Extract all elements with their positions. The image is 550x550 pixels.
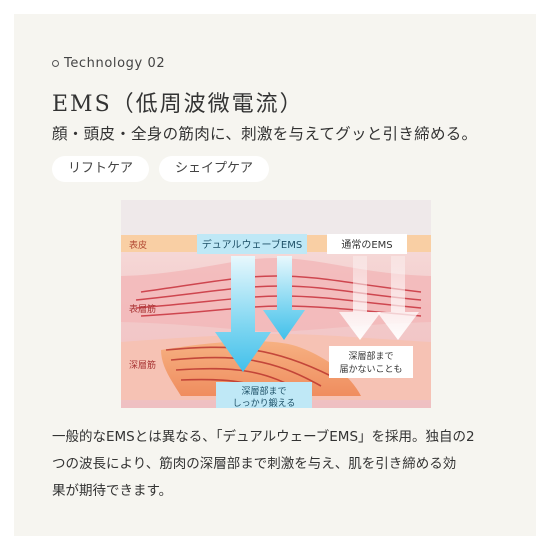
description-line-3: 果が期待できます。 (52, 483, 173, 499)
diagram-top-band (121, 200, 431, 235)
normal-ems-label-box (327, 234, 407, 254)
label-deep-muscle: 深層筋 (129, 359, 156, 371)
dual-wave-arrow-shallow-icon (263, 256, 305, 340)
dual-wave-callout-box (216, 382, 312, 408)
description-line-1: 一般的なEMSとは異なる、「デュアルウェーブEMS」を採用。独自の2 (52, 429, 475, 445)
dual-wave-callout-line2: しっかり鍛える (233, 397, 296, 408)
normal-ems-callout-line1: 深層部まで (348, 350, 393, 362)
normal-ems-callout-line2: 届かないことも (339, 364, 402, 375)
technology-card: Technology 02 EMS（低周波微電流） 顔・頭皮・全身の筋肉に、刺激… (14, 14, 536, 536)
section-subtitle: 顔・頭皮・全身の筋肉に、刺激を与えてグッと引き締める。 (52, 125, 478, 143)
tag-lift-care: リフトケア (52, 156, 150, 182)
tag-list: リフトケア シェイプケア (52, 156, 270, 182)
label-surface-muscle: 表層筋 (129, 303, 156, 315)
ring-bullet-icon (52, 60, 59, 67)
normal-ems-callout-box (329, 346, 413, 378)
normal-ems-arrow-right-icon (377, 256, 419, 340)
dual-wave-label-box (197, 234, 307, 254)
description: 一般的なEMSとは異なる、「デュアルウェーブEMS」を採用。独自の2 つの波長に… (52, 424, 502, 505)
label-skin: 表皮 (129, 239, 147, 251)
dual-wave-arrow-deep-icon (215, 256, 271, 372)
ems-diagram: 表皮 表層筋 深層筋 デュアルウェーブEMS 通常のEMS 深層部まで しっかり… (121, 200, 431, 408)
eyebrow-label: Technology 02 (64, 56, 166, 71)
dual-wave-callout-line1: 深層部まで (241, 385, 286, 397)
tag-shape-care: シェイプケア (159, 156, 270, 182)
normal-ems-arrow-left-icon (339, 256, 381, 340)
dual-wave-label: デュアルウェーブEMS (202, 238, 302, 251)
normal-ems-label: 通常のEMS (341, 238, 392, 251)
section-title: EMS（低周波微電流） (52, 92, 304, 117)
section-eyebrow: Technology 02 (52, 56, 165, 71)
description-line-2: つの波長により、筋肉の深層部まで刺激を与え、肌を引き締める効 (52, 456, 457, 472)
